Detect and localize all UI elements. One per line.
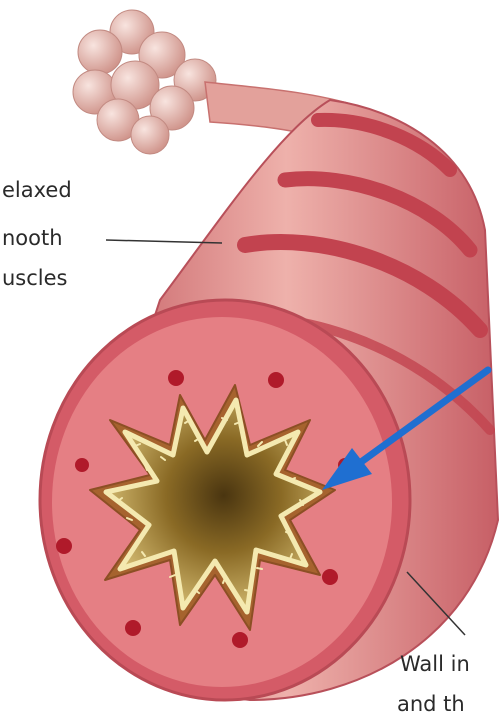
muscles-label-line-3: uscles bbox=[2, 266, 68, 290]
muscles-label-line-1: elaxed bbox=[2, 178, 72, 202]
muscles-label-line-2: nooth bbox=[2, 226, 63, 250]
alveoli-cluster bbox=[73, 10, 216, 154]
wall-label-line-1: Wall in bbox=[400, 652, 470, 676]
wall-label-line-2: and th bbox=[397, 692, 465, 716]
